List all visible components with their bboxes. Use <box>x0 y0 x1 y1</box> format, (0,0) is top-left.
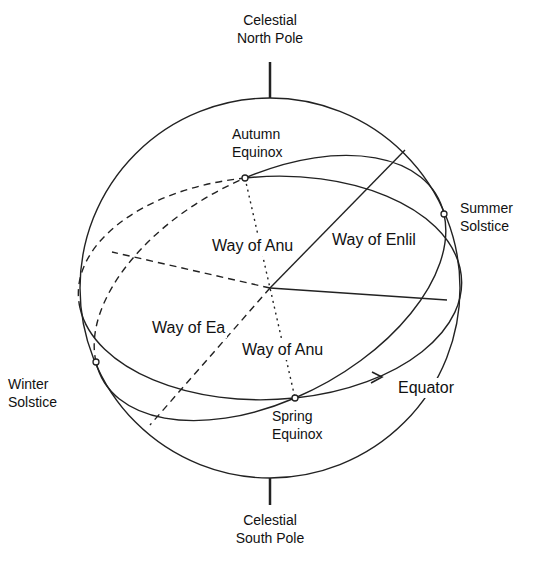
point-label: Spring Equinox <box>272 408 352 443</box>
equator-front <box>80 176 462 400</box>
circle-label: Equator <box>396 378 456 398</box>
south-pole-axis <box>269 478 272 505</box>
equinox-dot <box>242 175 248 181</box>
enlil-boundary <box>270 288 447 300</box>
equinox-dot <box>292 395 298 401</box>
ecliptic-back <box>94 178 245 362</box>
solstice-dot <box>441 211 447 217</box>
sphere-outline <box>80 98 460 478</box>
point-label: Summer Solstice <box>460 200 536 235</box>
point-label: Winter Solstice <box>8 376 80 411</box>
pole-label: Celestial South Pole <box>225 512 315 547</box>
equator-arrow <box>371 372 382 383</box>
ea-boundary <box>112 252 270 288</box>
region-label: Way of Ea <box>150 318 227 338</box>
region-label: Way of Anu <box>210 236 295 256</box>
solstice-dot <box>93 359 99 365</box>
region-label: Way of Anu <box>240 340 325 360</box>
north-pole-axis <box>269 62 272 98</box>
pole-label: Celestial North Pole <box>225 12 315 47</box>
region-label: Way of Enlil <box>330 230 418 250</box>
point-label: Autumn Equinox <box>232 126 312 161</box>
enlil-boundary <box>270 150 405 288</box>
